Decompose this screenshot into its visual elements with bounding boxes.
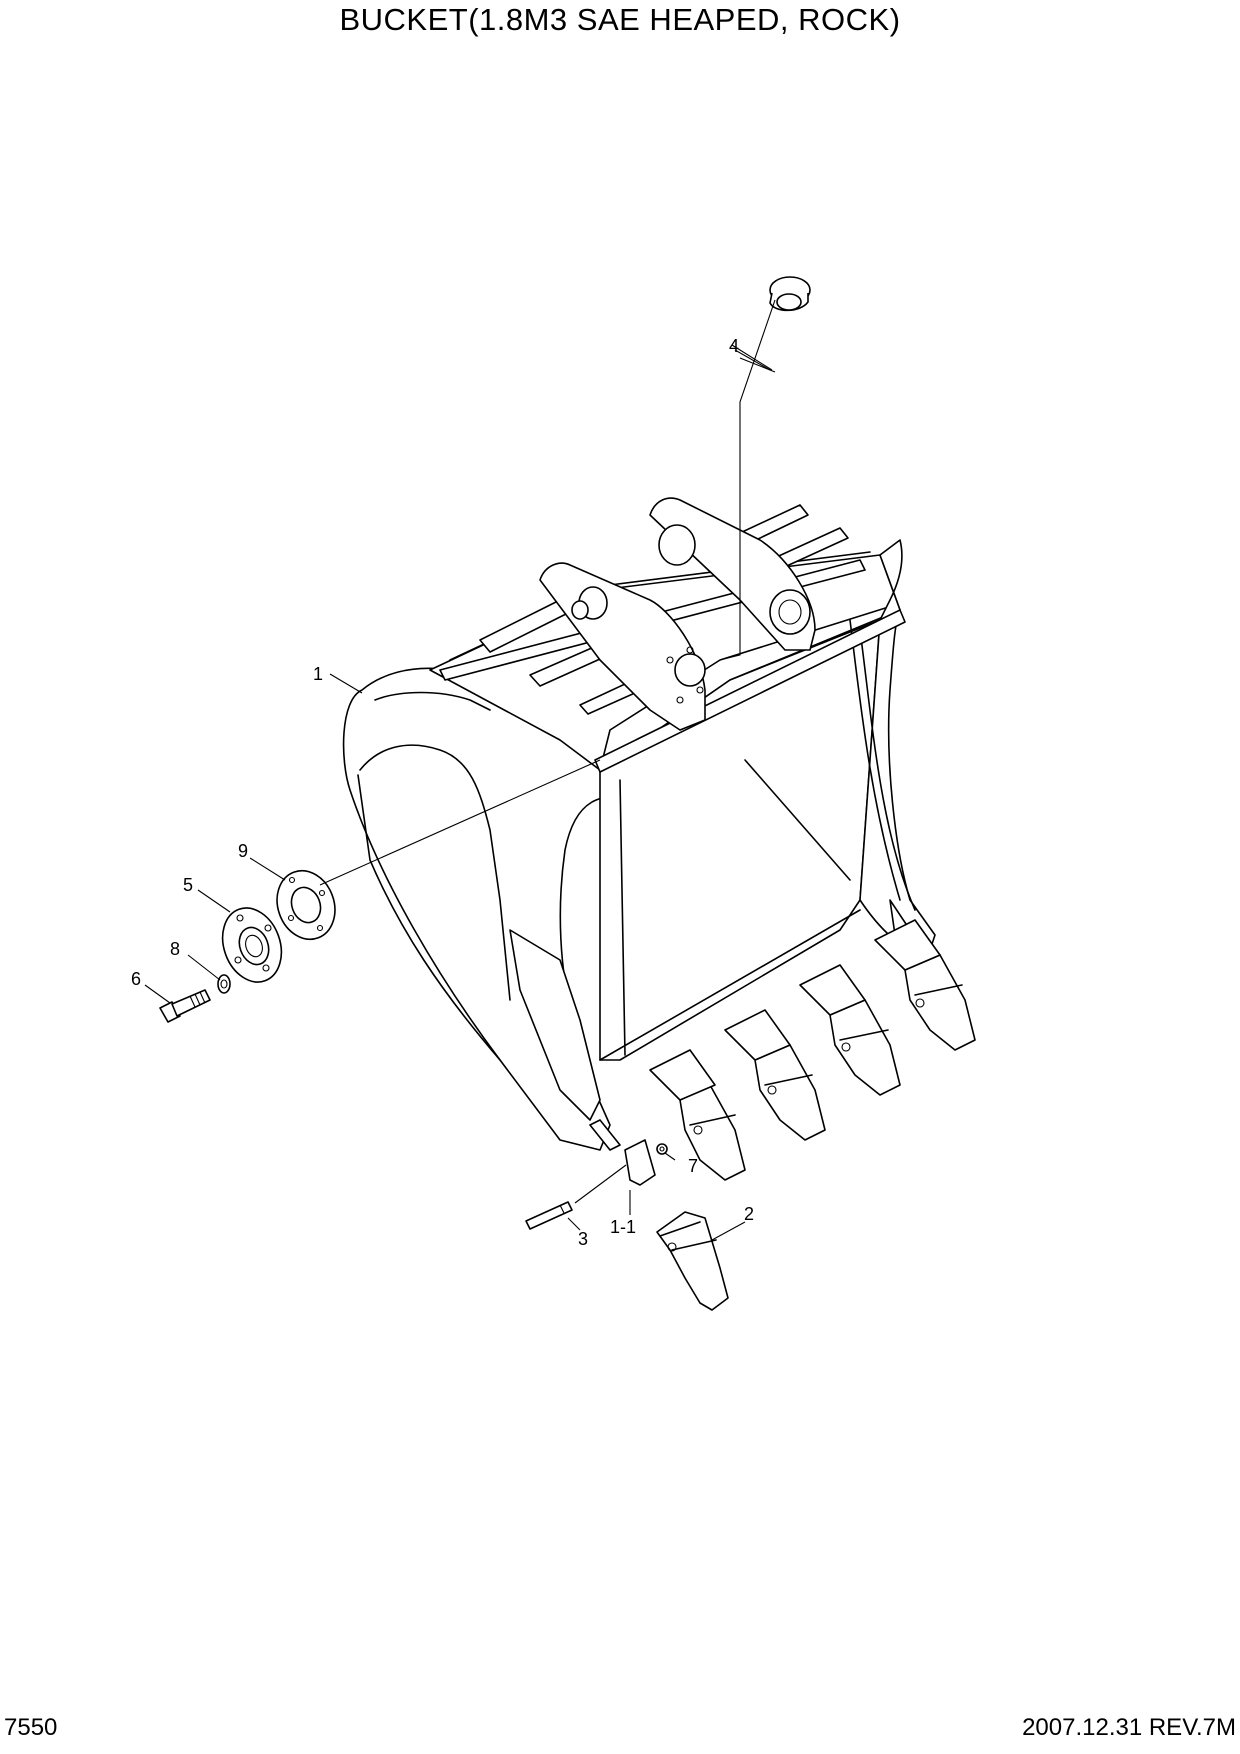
bucket-assembly (342, 497, 976, 1186)
page-code: 7550 (4, 1714, 58, 1741)
part-5-flange (221, 907, 283, 983)
bucket-tooth-1 (679, 1084, 746, 1181)
date-revision: 2007.12.31 REV.7M (1022, 1714, 1236, 1741)
bucket-teeth-row (649, 919, 976, 1181)
bucket-boss-hole-right-1 (658, 524, 696, 566)
callout-4: 4 (729, 336, 739, 356)
callout-1-1: 1-1 (610, 1217, 636, 1237)
bucket-tooth-4 (904, 954, 976, 1051)
bucket-left-side-inner (359, 744, 511, 1001)
callout-9: 9 (238, 841, 248, 861)
part-6-bolt (159, 989, 211, 1023)
bucket-tooth-2 (754, 1044, 826, 1141)
corner-adapter-1-1 (624, 1139, 656, 1186)
part-9-shim (276, 869, 336, 941)
callout-1: 1 (313, 664, 323, 684)
callout-5: 5 (183, 875, 193, 895)
part-7-lock (656, 1143, 668, 1155)
callout-8: 8 (170, 939, 180, 959)
callout-2: 2 (744, 1204, 754, 1224)
callout-3: 3 (578, 1229, 588, 1249)
part-4-bushing (769, 276, 811, 312)
leader-lines (144, 299, 776, 1241)
part-2-tooth (656, 1211, 729, 1311)
bucket-boss-hole-left-2 (674, 653, 706, 687)
bucket-boss-hole-right-2 (769, 589, 811, 635)
part-3-pin (525, 1201, 573, 1230)
part-8-washer (217, 974, 231, 994)
bucket-tooth-3 (829, 999, 901, 1096)
callout-6: 6 (131, 969, 141, 989)
callout-7: 7 (688, 1156, 698, 1176)
page-title: BUCKET(1.8M3 SAE HEAPED, ROCK) (339, 2, 901, 37)
